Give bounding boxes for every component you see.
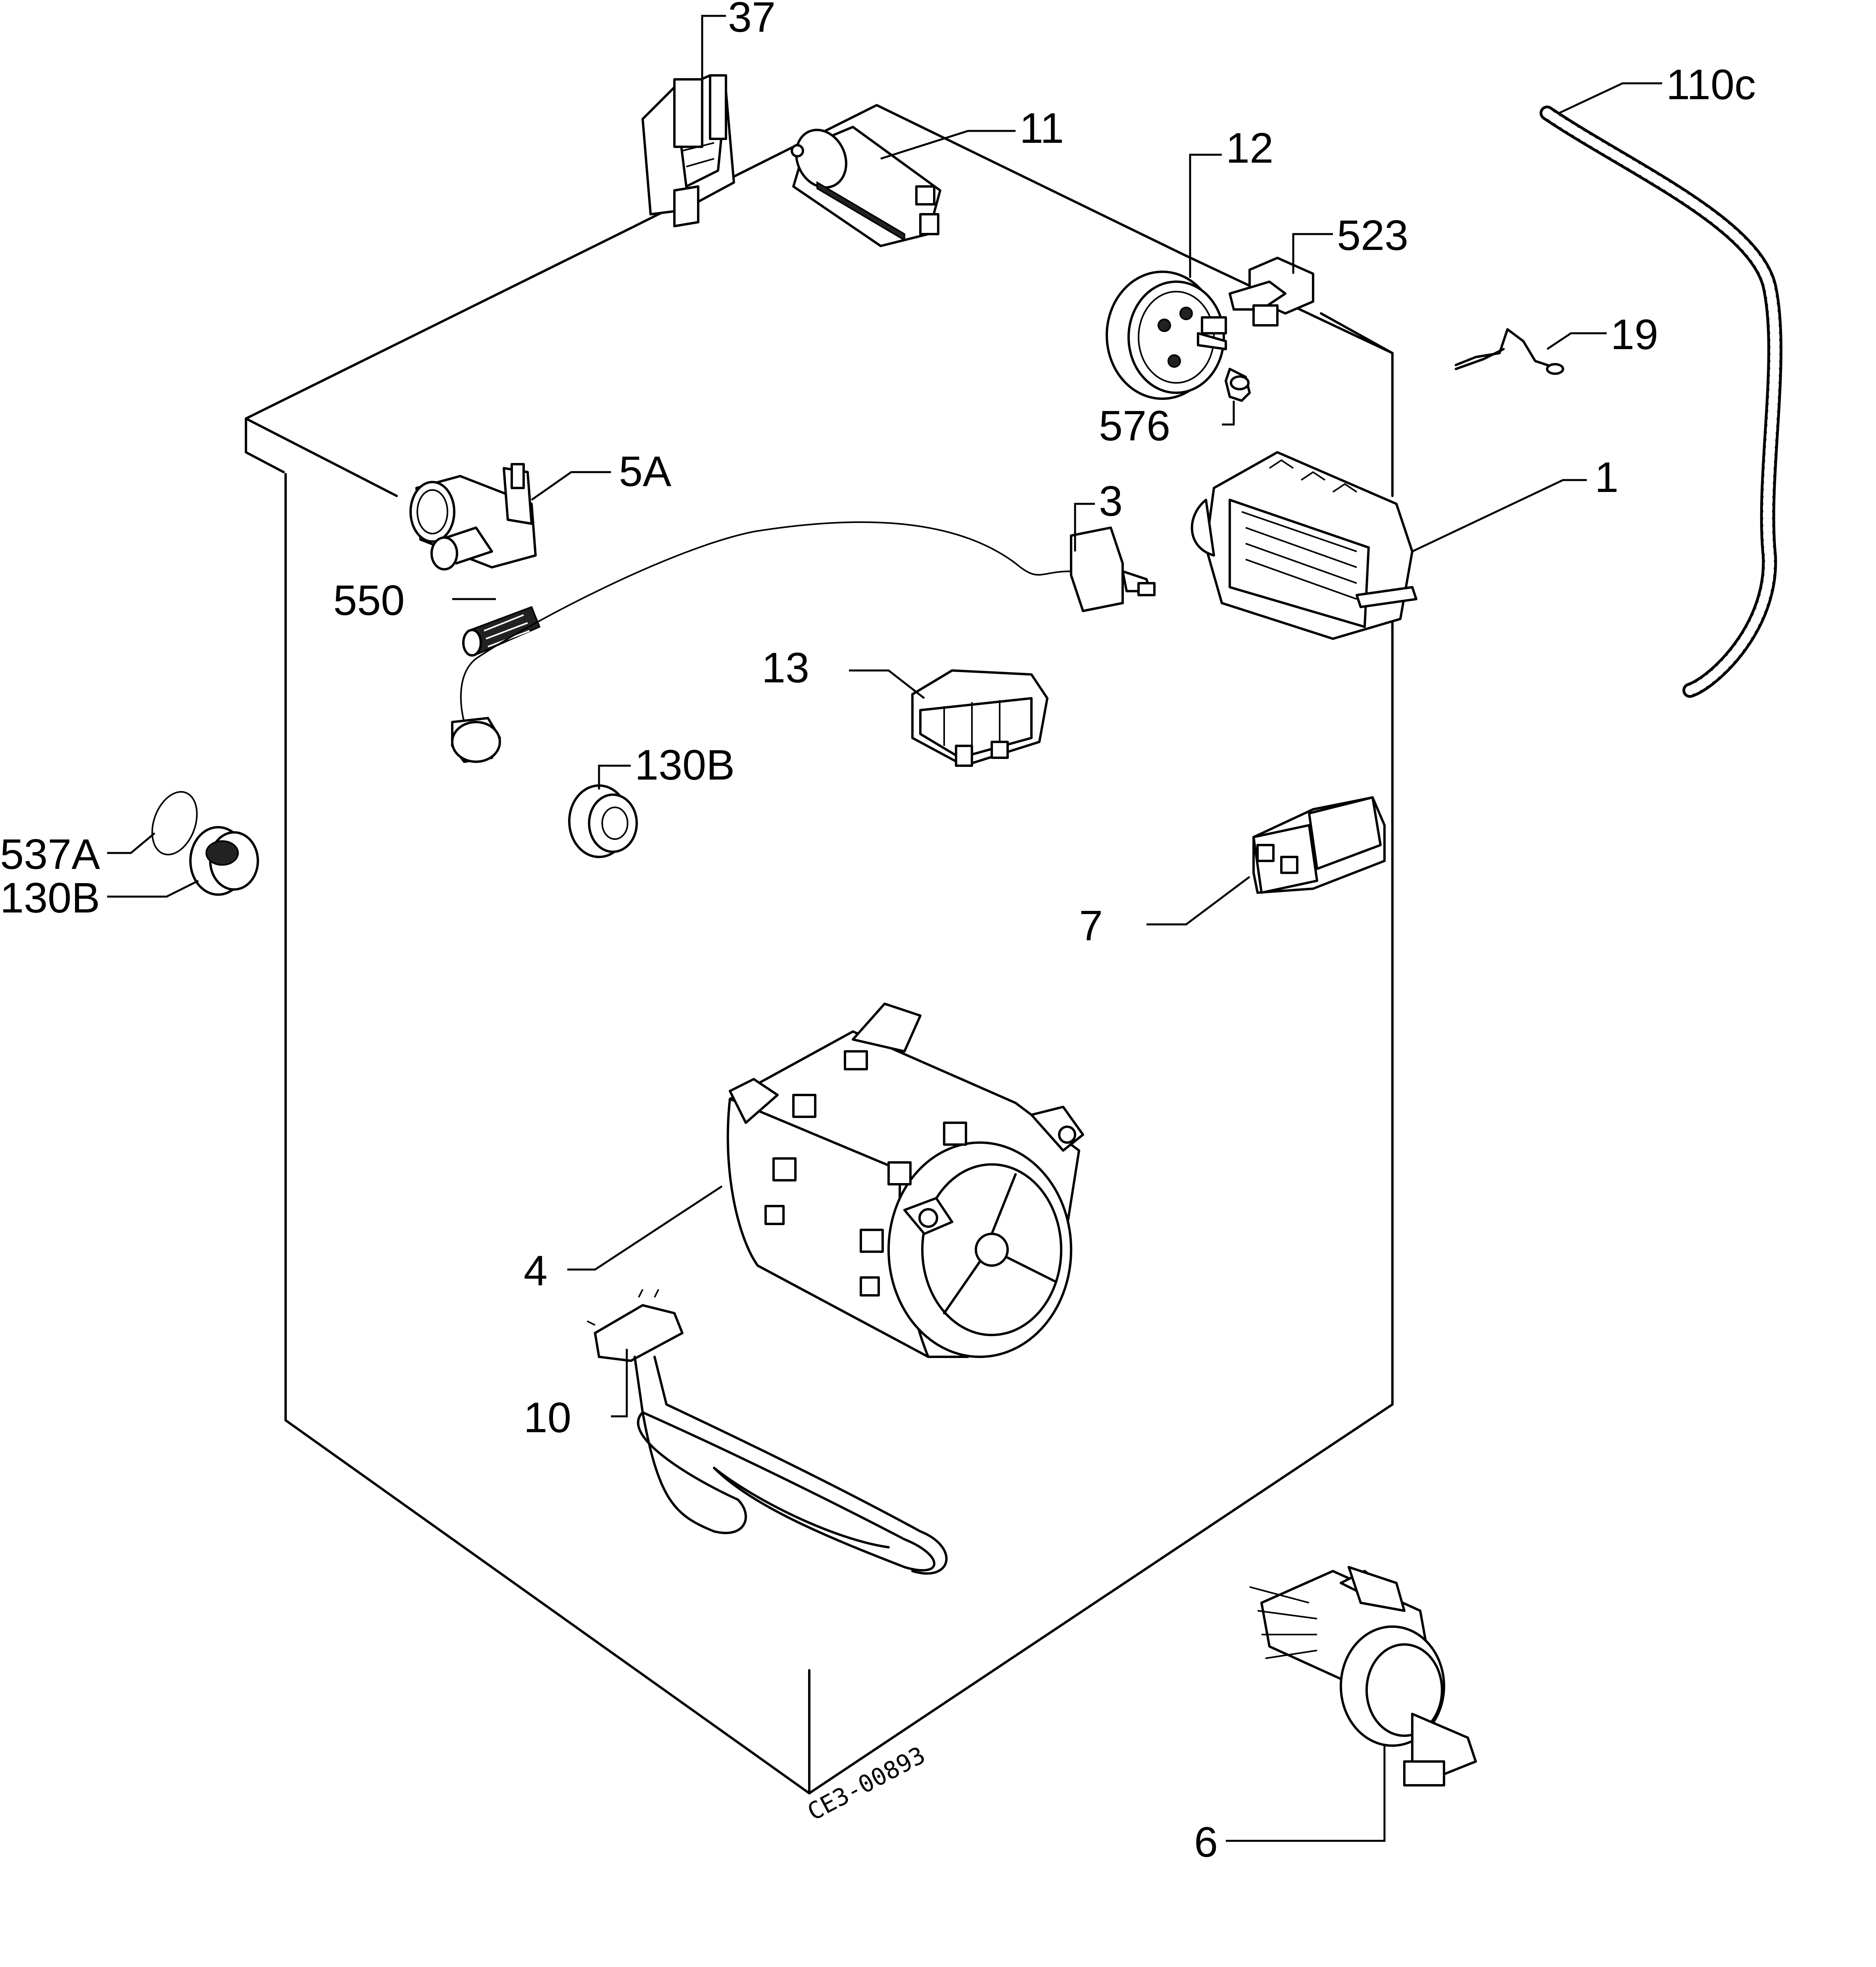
part-110c-rod [1540, 106, 1783, 698]
label-19: 19 [1611, 310, 1658, 358]
part-6-drain-pump [1249, 1566, 1477, 1786]
part-37-switch-bracket [641, 74, 735, 227]
part-13-switch-block [911, 669, 1048, 767]
part-4-motor [726, 1003, 1084, 1358]
label-130b-inner: 130B [635, 741, 735, 789]
label-3: 3 [1099, 477, 1123, 525]
label-11: 11 [1020, 104, 1064, 152]
label-13: 13 [762, 644, 809, 692]
label-550: 550 [333, 576, 405, 624]
label-12: 12 [1226, 124, 1273, 172]
label-37: 37 [728, 0, 776, 41]
part-537a-ring [151, 791, 198, 856]
part-523-connector [1229, 257, 1314, 327]
label-4: 4 [524, 1247, 547, 1295]
part-130b-outer-grommet [189, 826, 259, 896]
label-7: 7 [1079, 901, 1103, 949]
label-130b-outer: 130B [0, 874, 100, 922]
part-3-thermostat [451, 521, 1156, 763]
label-10: 10 [524, 1393, 571, 1441]
label-1: 1 [1595, 453, 1619, 501]
label-537a: 537A [0, 830, 100, 878]
part-19-clip [1455, 328, 1564, 375]
part-130b-grommet [568, 784, 638, 858]
label-5a: 5A [619, 447, 671, 495]
part-10-heating-element [587, 1289, 948, 1575]
callout-labels: 37 11 12 523 110c 19 576 5A 1 3 550 13 1… [0, 0, 1756, 1866]
part-12-pressure-switch [1106, 271, 1227, 400]
label-6: 6 [1194, 1818, 1218, 1866]
part-1-timer [1191, 451, 1417, 640]
label-110c: 110c [1666, 60, 1756, 108]
leader-lines [107, 15, 1662, 1842]
part-550-filter [462, 606, 541, 657]
part-7-door-lock [1252, 796, 1386, 894]
part-5a-water-valve [409, 463, 537, 571]
part-11-capacitor [791, 126, 941, 247]
label-523: 523 [1337, 211, 1408, 259]
label-576: 576 [1099, 401, 1170, 449]
part-576-nozzle [1225, 368, 1251, 402]
